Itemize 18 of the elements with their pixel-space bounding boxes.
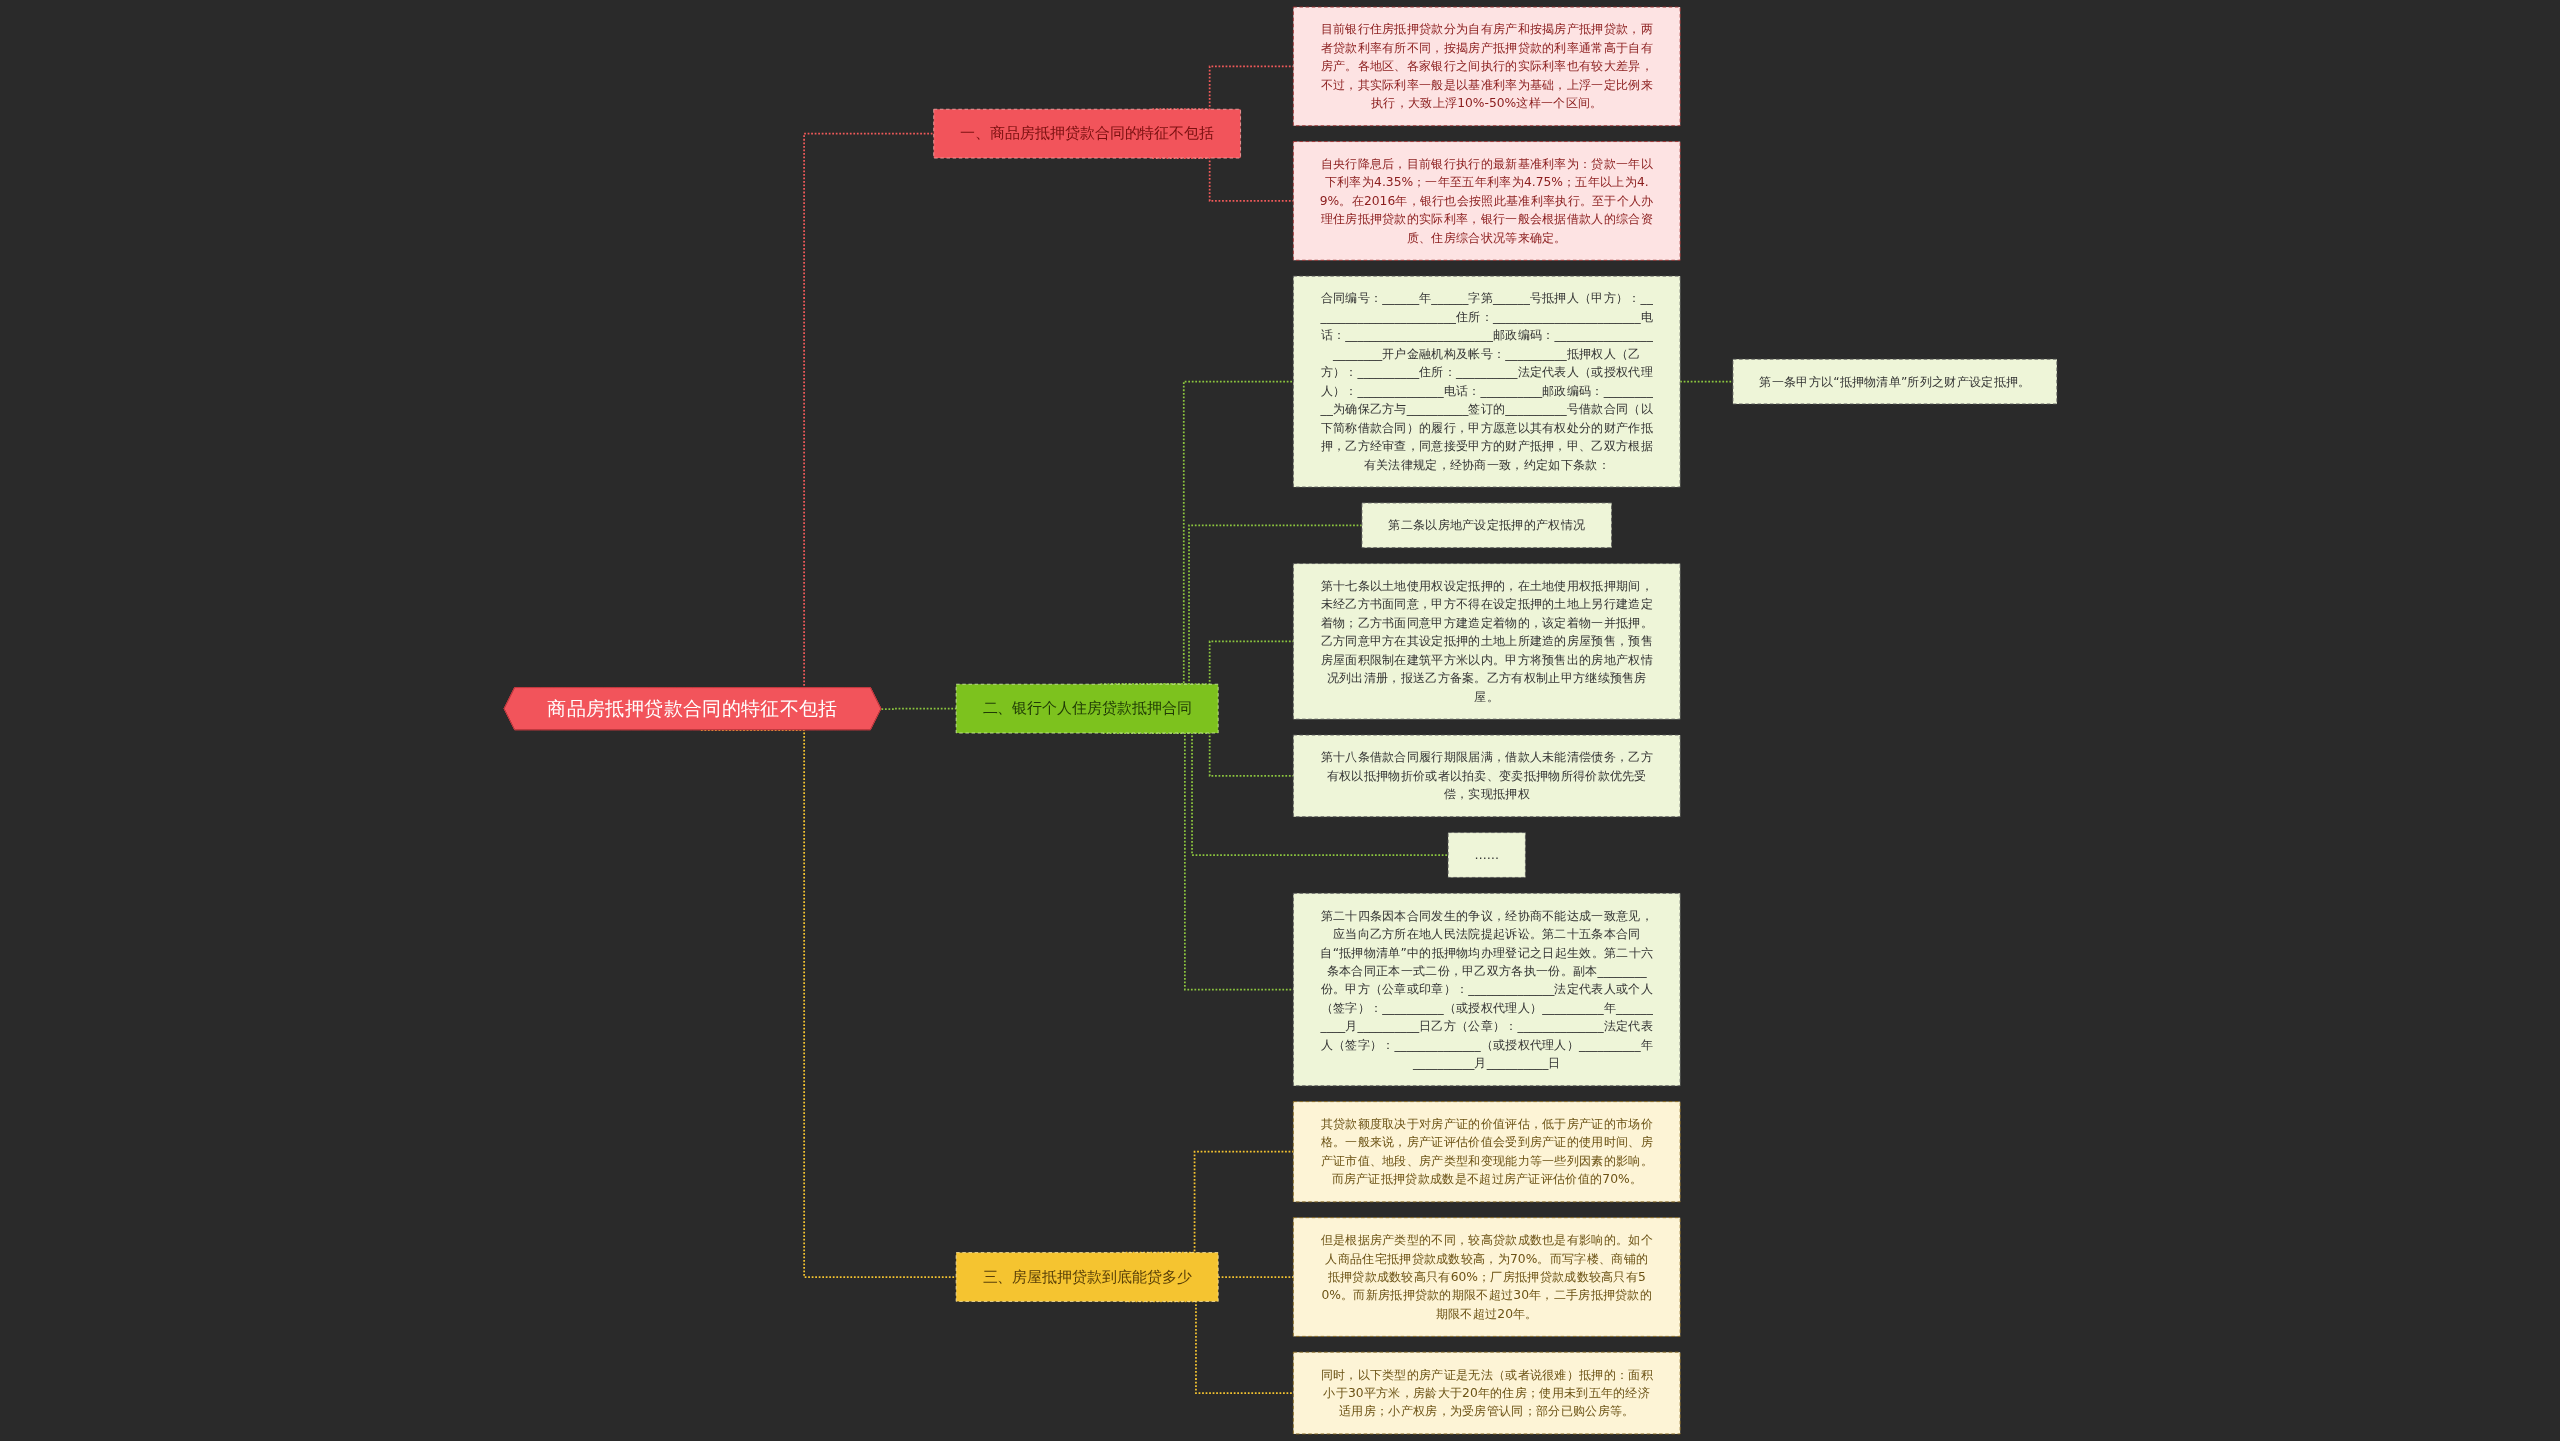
connector	[1678, 380, 1734, 383]
node-box: 三、房屋抵押贷款到底能贷多少	[955, 1252, 1219, 1302]
node-box: 第二条以房地产设定抵押的产权情况	[1361, 502, 1612, 549]
node-box: 二、银行个人住房贷款抵押合同	[955, 683, 1219, 734]
node-box: 目前银行住房抵押贷款分为自有房产和按揭房产抵押贷款，两者贷款利率有所不同，按揭房产抵押贷款的利率通常高于自有房产。各地区、各家银行之间执行的实际利率也有较大差异，不过，其实际利率一般是以基准利率为基础，上浮一定比例来执行，大致上浮10%-50%这样一个区间。	[1292, 6, 1681, 127]
node-box: 但是根据房产类型的不同，较高贷款成数也是有影响的。如个人商品住宅抵押贷款成数较高，为70%。而写字楼、商铺的抵押贷款成数较高只有60%；厂房抵押贷款成数较高只有50%。而新房抵押贷款的期限不超过30年，二手房抵押贷款的期限不超过20年。	[1292, 1217, 1681, 1337]
node-box: ……	[1447, 832, 1526, 878]
connector	[880, 707, 957, 710]
node-box: 第十八条借款合同履行期限届满，借款人未能清偿债务，乙方有权以抵押物折价或者以拍卖、变卖抵押物所得价款优先受偿，实现抵押权	[1292, 734, 1681, 818]
connector	[1216, 1276, 1294, 1278]
node-box: 合同编号：______年______字第______号抵押人（甲方）：________________________住所：________________________电话：________________________邮政编码：________________________开户金融机构及帐号：__________抵押权人（乙方）：__________住所：__________法定代表人（或授权代理人）：______________电话：__________邮政编码：__________为确保乙方与__________签订的__________号借款合同（以下简称借款合同）的履行，甲方愿意以其有权处分的财产作抵押，乙方经审查，同意接受甲方的财产抵押，甲、乙双方根据有关法律规定，经协商一致，约定如下条款：	[1292, 275, 1681, 488]
node-box: 第十七条以土地使用权设定抵押的，在土地使用权抵押期间，未经乙方书面同意，甲方不得在设定抵押的土地上另行建造定着物；乙方书面同意甲方建造定着物的，该定着物一并抵押。乙方同意甲方在其设定抵押的土地上所建造的房屋预售，预售房屋面积限制在建筑平方米以内。甲方将预售出的房地产权情况列出清册，报送乙方备案。乙方有权制止甲方继续预售房屋。	[1292, 563, 1681, 720]
node-box: 第一条甲方以“抵押物清单”所列之财产设定抵押。	[1732, 358, 2057, 405]
node-box: 一、商品房抵押贷款合同的特征不包括	[932, 108, 1241, 159]
node-box: 其贷款额度取决于对房产证的价值评估，低于房产证的市场价格。一般来说，房产证评估价值会受到房产证的使用时间、房产证市值、地段、房产类型和变现能力等一些列因素的影响。而房产证抵押贷款成数是不超过房产证评估价值的70%。	[1292, 1101, 1681, 1203]
node-box: 同时，以下类型的房产证是无法（或者说很难）抵押的：面积小于30平方米，房龄大于20年的住房；使用未到五年的经济适用房；小产权房，为受房管认同；部分已购公房等。	[1292, 1351, 1681, 1435]
node-box: 第二十四条因本合同发生的争议，经协商不能达成一致意见，应当向乙方所在地人民法院提起诉讼。第二十五条本合同自“抵押物清单”中的抵押物均办理登记之日起生效。第二十六条本合同正本一式二份，甲乙双方各执一份。副本________份。甲方（公章或印章）：______________法定代表人或个人（签字）：__________（或授权代理人）__________年__________月__________日乙方（公章）：______________法定代表人（签字）：______________（或授权代理人）__________年__________月__________日	[1292, 892, 1681, 1087]
node-box: 自央行降息后，目前银行执行的最新基准利率为：贷款一年以下利率为4.35%；一年至五年利率为4.75%；五年以上为4.9%。在2016年，银行也会按照此基准利率执行。至于个人办理住房抵押贷款的实际利率，银行一般会根据借款人的综合资质、住房综合状况等来确定。	[1292, 141, 1681, 261]
